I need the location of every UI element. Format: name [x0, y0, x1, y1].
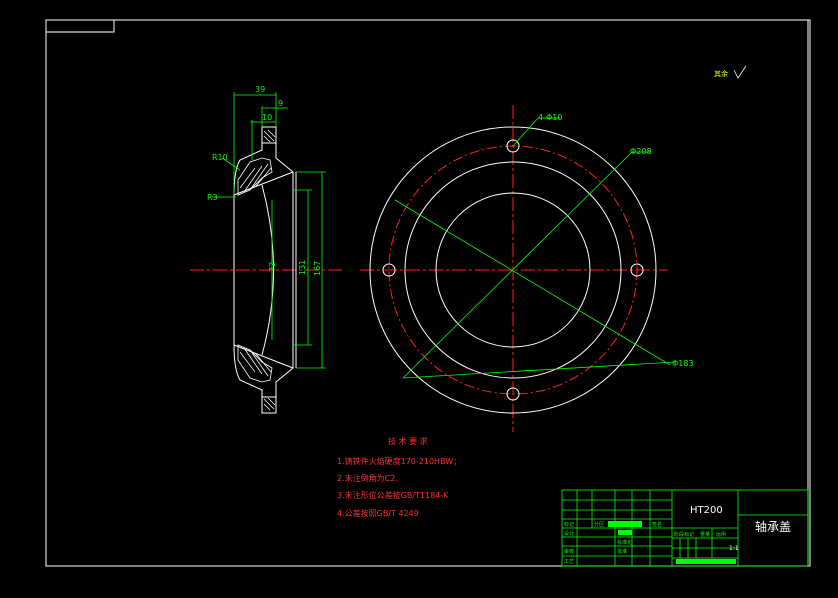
roughness-note: 其余	[714, 65, 747, 79]
outer-circle	[369, 126, 657, 414]
scale-value: 1:1	[729, 545, 739, 552]
dim-width-39: 39	[255, 85, 265, 94]
tech-req-line-4: 4.公差按照GB/T 4249	[337, 508, 419, 518]
dim-bolt-circle: Φ208	[630, 147, 652, 156]
mid-label-standard: 标准化	[617, 539, 632, 546]
tech-req-line-2: 2.未注倒角为C2.	[337, 473, 398, 483]
bolt-hole-left	[382, 263, 396, 277]
row-label-review: 审核	[564, 548, 574, 555]
dim-dia-inner: 72	[268, 262, 277, 272]
tech-req-title: 技 术 要 求	[388, 436, 428, 446]
row-label-design: 设计	[564, 530, 574, 537]
dim-radius-r10: R10	[212, 153, 228, 162]
dim-dia-mid: 131	[298, 260, 307, 275]
technical-requirements: 技 术 要 求 1.铸铁件火焰硬度170-210HBW； 2.未注倒角为C2. …	[337, 436, 461, 518]
part-name: 轴承盖	[755, 519, 791, 534]
material-label: HT200	[690, 505, 723, 516]
inner-circle	[435, 192, 591, 348]
svg-text:其余: 其余	[714, 69, 728, 78]
section-view: 39 9 10 R10 R3 72 131 167	[190, 85, 345, 414]
title-block-fills	[608, 521, 736, 564]
stage-header-mark: 阶段标记	[674, 531, 694, 538]
bolt-hole-right	[630, 263, 644, 277]
front-view: 4-Φ10 Φ208 Φ183	[360, 105, 694, 432]
middle-circle	[404, 161, 622, 379]
mid-label-approve: 批准	[617, 548, 627, 555]
dim-width-9: 9	[278, 99, 283, 108]
rev-header-sign: 签名	[652, 521, 662, 528]
bolt-hole-bottom	[506, 387, 520, 401]
tech-req-line-3: 3.未注形位公差按GB/T1184-K	[337, 490, 449, 500]
dim-dia-outer: 167	[313, 261, 322, 276]
row-label-process: 工艺	[564, 559, 574, 565]
tech-req-line-1: 1.铸铁件火焰硬度170-210HBW；	[337, 456, 461, 466]
dim-outer-dia: Φ183	[672, 359, 694, 368]
dim-width-10: 10	[262, 113, 272, 122]
stage-header-weight: 重量	[700, 531, 710, 538]
dim-holes: 4-Φ10	[538, 113, 562, 122]
dim-radius-r3: R3	[207, 193, 218, 202]
rev-header-zone: 分区	[594, 521, 604, 528]
drawing-frame	[45, 19, 811, 567]
stage-header-scale: 比例	[716, 531, 726, 538]
title-block	[561, 489, 809, 567]
rev-header-mark: 标记	[564, 521, 574, 528]
bolt-hole-top	[506, 139, 520, 153]
